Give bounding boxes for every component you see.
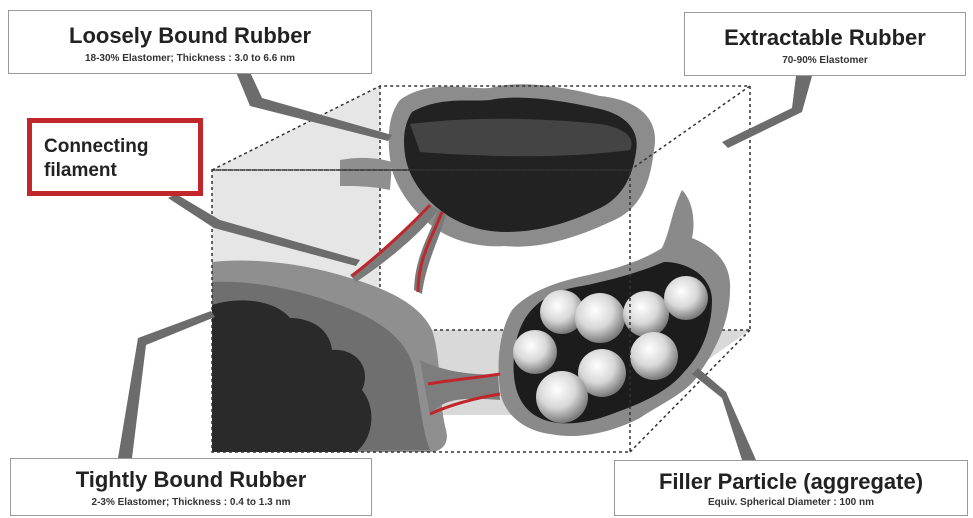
loosely-bound-rubber-title: Loosely Bound Rubber	[9, 23, 371, 49]
tightly-bound-rubber-label: Tightly Bound Rubber 2-3% Elastomer; Thi…	[10, 458, 372, 516]
tightly-bound-rubber-subtitle: 2-3% Elastomer; Thickness : 0.4 to 1.3 n…	[11, 497, 371, 508]
connecting-filament-title-line1: Connecting	[44, 135, 198, 159]
connecting-filament-label: Connecting filament	[27, 118, 203, 196]
filler-particle-title: Filler Particle (aggregate)	[615, 469, 967, 495]
filler-particle-subtitle: Equiv. Spherical Diameter : 100 nm	[615, 497, 967, 508]
pointer-tightly-bound	[118, 311, 215, 458]
extractable-rubber-subtitle: 70-90% Elastomer	[685, 55, 965, 66]
tightly-bound-rubber-title: Tightly Bound Rubber	[11, 467, 371, 493]
extractable-rubber-label: Extractable Rubber 70-90% Elastomer	[684, 12, 966, 76]
loosely-bound-rubber-subtitle: 18-30% Elastomer; Thickness : 3.0 to 6.6…	[9, 53, 371, 64]
connecting-filament-title-line2: filament	[44, 159, 198, 183]
filler-particle-label: Filler Particle (aggregate) Equiv. Spher…	[614, 460, 968, 516]
loosely-bound-rubber-aggregate	[340, 84, 655, 246]
pointer-filler-particle	[692, 368, 756, 460]
pointer-extractable	[722, 76, 812, 148]
loosely-bound-rubber-label: Loosely Bound Rubber 18-30% Elastomer; T…	[8, 10, 372, 74]
extractable-rubber-title: Extractable Rubber	[685, 25, 965, 51]
